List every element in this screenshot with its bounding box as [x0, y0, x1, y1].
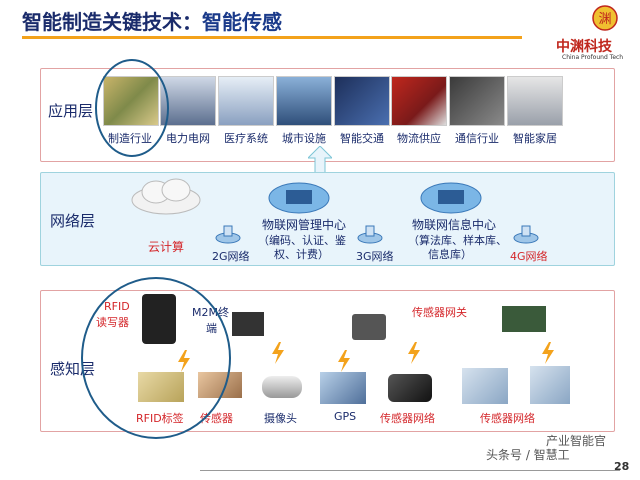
app-label-telecom: 通信行业	[455, 132, 499, 145]
rfid-tag-icon	[138, 372, 184, 402]
mgmt-detail-1: （编码、认证、鉴	[258, 234, 346, 247]
m2m-label-1: M2M终	[192, 306, 229, 319]
mgmt-cloud-icon	[268, 182, 330, 214]
rfid-reader-label-1: RFID	[104, 300, 130, 313]
signal-bolt-icon	[542, 342, 554, 364]
thumb-manufacturing	[103, 76, 159, 126]
network-2g-label: 2G网络	[212, 250, 250, 263]
rfid-tag-label: RFID标签	[136, 412, 184, 425]
signal-bolt-icon	[408, 342, 420, 364]
title-main: 智能制造关键技术：	[22, 10, 202, 34]
app-label-city: 城市设施	[282, 132, 326, 145]
info-detail-1: （算法库、样本库、	[408, 234, 507, 247]
base-station-3g-icon	[357, 225, 383, 244]
page-title: 智能制造关键技术：智能传感	[22, 6, 282, 35]
info-center-label: 物联网信息中心	[412, 218, 497, 232]
surveillance-camera-icon	[262, 376, 302, 398]
cloud-icon	[131, 178, 201, 215]
thumb-city	[276, 76, 332, 126]
app-label-smart-home: 智能家居	[513, 132, 557, 145]
gps-label: GPS	[334, 410, 357, 423]
watermark-top: 产业智能官	[546, 434, 607, 448]
thumb-traffic	[334, 76, 390, 126]
sensor-label: 传感器	[200, 412, 233, 425]
app-label-power-grid: 电力电网	[166, 132, 210, 145]
thumb-logistics	[391, 76, 447, 126]
info-cloud-icon	[420, 182, 482, 214]
sensor-icon	[198, 372, 242, 398]
footer-line	[200, 470, 620, 471]
sensor-net-label-1: 传感器网络	[380, 412, 435, 425]
network-3g-label: 3G网络	[356, 250, 394, 263]
logo-glyph: 渊	[598, 12, 611, 27]
title-underline	[22, 36, 522, 39]
camera-label: 摄像头	[264, 412, 297, 425]
m2m-label-2: 端	[206, 322, 217, 335]
network-layer	[40, 172, 615, 266]
thumb-smart-home	[507, 76, 563, 126]
rfid-reader-icon	[142, 294, 176, 344]
sensing-layer-label: 感知层	[50, 360, 96, 378]
application-layer-label: 应用层	[48, 102, 94, 120]
watermark-bottom: 头条号 / 智慧工	[486, 448, 570, 462]
sensor-network-icon	[530, 366, 570, 404]
gps-icon	[320, 372, 366, 404]
vehicle-icon	[388, 374, 432, 402]
logo-name-cn: 中渊科技	[556, 39, 612, 55]
camera-device-icon	[352, 314, 386, 340]
signal-bolt-icon	[338, 350, 350, 372]
mgmt-center-label: 物联网管理中心	[262, 218, 347, 232]
sensor-network-icon	[462, 368, 508, 404]
rfid-reader-label-2: 读写器	[96, 316, 129, 329]
base-station-2g-icon	[215, 225, 241, 244]
m2m-terminal-icon	[232, 312, 264, 336]
page-number: 28	[614, 460, 630, 473]
sensor-gateway-label: 传感器网关	[412, 306, 467, 319]
thumb-telecom	[449, 76, 505, 126]
sensor-net-label-2: 传感器网络	[480, 412, 535, 425]
company-logo: 渊	[592, 4, 618, 32]
sensor-gateway-icon	[502, 306, 546, 332]
title-sub: 智能传感	[202, 10, 282, 34]
up-arrow-icon	[308, 146, 332, 174]
base-station-4g-icon	[513, 225, 539, 244]
app-label-medical: 医疗系统	[224, 132, 268, 145]
thumb-medical	[218, 76, 274, 126]
app-label-logistics: 物流供应	[397, 132, 441, 145]
signal-bolt-icon	[272, 342, 284, 364]
logo-name-en: China Profound Tech	[562, 54, 624, 61]
app-label-manufacturing: 制造行业	[108, 132, 152, 145]
signal-bolt-icon	[178, 350, 190, 372]
cloud-compute-label: 云计算	[148, 240, 185, 254]
network-4g-label: 4G网络	[510, 250, 548, 263]
network-layer-label: 网络层	[50, 212, 96, 230]
app-label-traffic: 智能交通	[340, 132, 384, 145]
mgmt-detail-2: 权、计费）	[274, 248, 329, 261]
thumb-power-grid	[160, 76, 216, 126]
info-detail-2: 信息库）	[428, 248, 472, 261]
